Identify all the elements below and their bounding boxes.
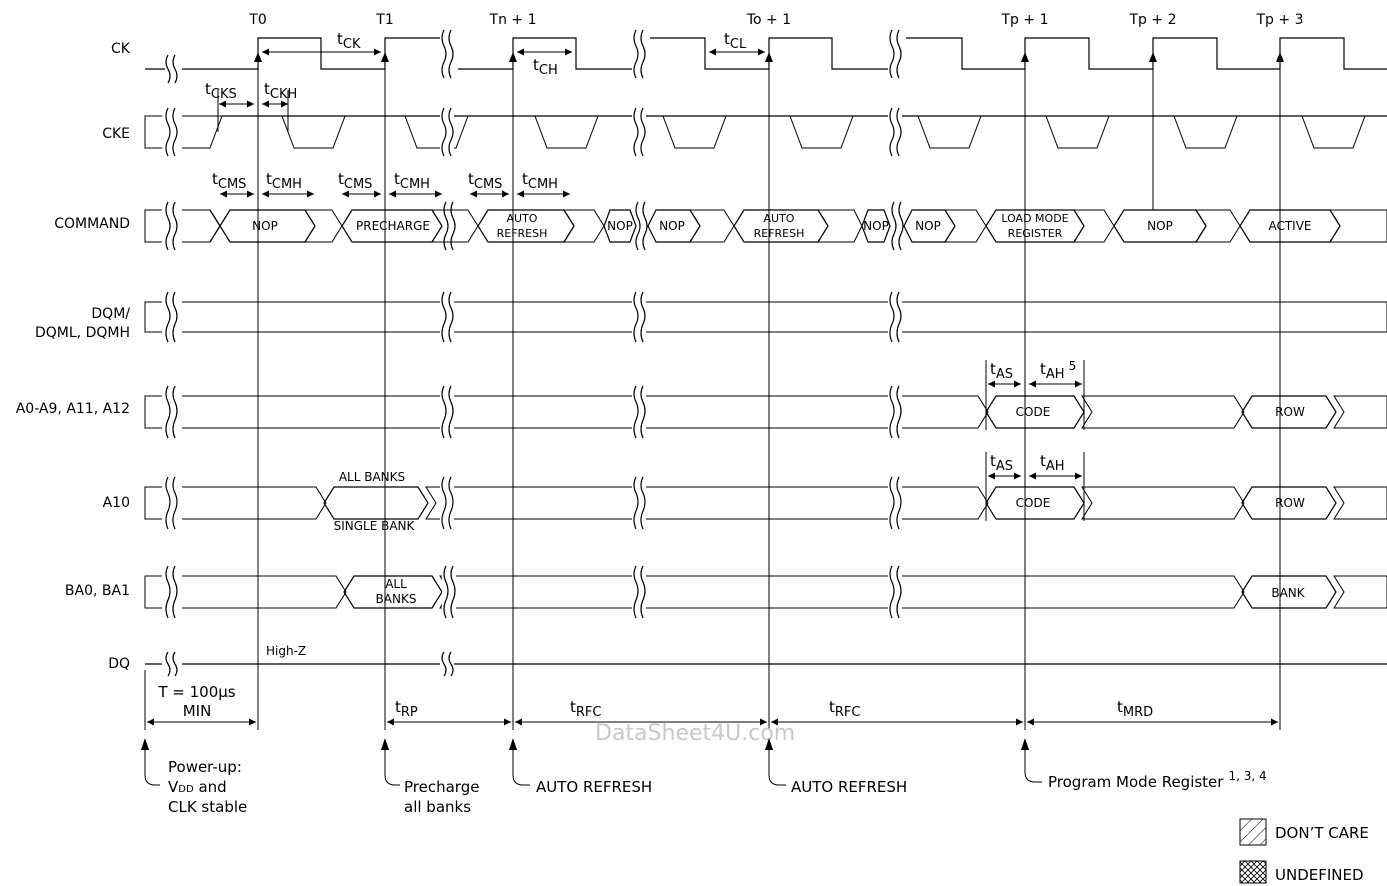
clock-label-tp2: Tp + 2	[1129, 12, 1177, 28]
signal-label-address: A0-A9, A11, A12	[16, 401, 130, 417]
cke-timing: tCKS tCKH	[205, 80, 297, 132]
signal-label-dq: DQ	[108, 656, 130, 672]
clock-label-to1: To + 1	[746, 12, 791, 28]
command-refresh-2: REFRESH	[754, 227, 805, 240]
tckh-label: tCKH	[264, 80, 297, 102]
auto-refresh-label-2: AUTO REFRESH	[791, 778, 907, 796]
command-auto-1: AUTO	[507, 212, 538, 225]
edge-reference-lines	[144, 55, 1281, 730]
address-row-cell	[1241, 395, 1337, 429]
command-bus: NOP PRECHARGE AUTO REFRESH NOP NOP AUTO …	[144, 201, 1387, 251]
legend-undefined-swatch	[1239, 860, 1267, 884]
a10-single-bank-label: SINGLE BANK	[334, 519, 416, 533]
auto-refresh-label-1: AUTO REFRESH	[536, 778, 652, 796]
powerup-label-1: Power-up:	[168, 758, 242, 776]
tcmh-label-1: tCMH	[266, 170, 302, 192]
tck-label: tCK	[337, 30, 361, 52]
powerup-label-2: VDD and	[168, 778, 227, 796]
signal-label-cke: CKE	[102, 126, 130, 142]
tah-label-1: tAH5	[1040, 359, 1076, 382]
legend: DON’T CARE UNDEFINED	[1239, 818, 1369, 884]
a10-bus: ALL BANKS SINGLE BANK CODE ROW tAS tAH	[144, 452, 1387, 533]
signal-label-command: COMMAND	[54, 216, 130, 232]
command-load-mode: LOAD MODE	[1001, 212, 1068, 225]
clock-label-tn1: Tn + 1	[489, 12, 537, 28]
ba-bank-cell	[1241, 575, 1337, 609]
trfc-label-1: tRFC	[570, 698, 601, 720]
clock-label-t1: T1	[375, 12, 393, 28]
tcks-label: tCKS	[205, 80, 237, 102]
address-bus: CODE ROW tAS tAH5	[144, 359, 1387, 439]
tcms-label-3: tCMS	[468, 170, 502, 192]
event-annotations: Power-up: VDD and CLK stable Precharge a…	[141, 738, 1267, 816]
signal-label-dqm: DQM/	[91, 306, 130, 322]
cke-waveform	[144, 107, 1387, 157]
watermark: DataSheet4U.com	[595, 721, 795, 746]
ck-timing: tCK tCH tCL	[262, 30, 765, 78]
legend-dont-care-swatch	[1239, 818, 1267, 846]
clock-label-t0: T0	[248, 12, 266, 28]
t100-label: T = 100µs	[157, 683, 235, 701]
tcms-label-1: tCMS	[212, 170, 246, 192]
signal-label-dqml-dqmh: DQML, DQMH	[35, 325, 130, 341]
ck-waveform	[145, 29, 1387, 84]
command-nop-4: NOP	[863, 219, 889, 233]
ba-bus: ALL BANKS BANK	[144, 565, 1387, 619]
trfc-label-2: tRFC	[829, 698, 860, 720]
clock-edge-labels: T0 T1 Tn + 1 To + 1 Tp + 1 Tp + 2 Tp + 3	[248, 12, 1303, 28]
address-row-label: ROW	[1275, 405, 1305, 419]
a10-code-label: CODE	[1016, 496, 1051, 510]
precharge-label-1: Precharge	[404, 778, 479, 796]
command-active: ACTIVE	[1268, 219, 1311, 233]
precharge-label-2: all banks	[404, 798, 471, 816]
clock-label-tp3: Tp + 3	[1256, 12, 1304, 28]
tah-label-2: tAH	[1040, 452, 1065, 474]
signal-label-a10: A10	[103, 495, 130, 511]
a10-all-banks-label: ALL BANKS	[339, 470, 405, 484]
command-nop-3: NOP	[659, 219, 685, 233]
tch-label: tCH	[533, 56, 558, 78]
t100-min-label: MIN	[183, 702, 212, 720]
legend-dont-care-label: DON’T CARE	[1275, 824, 1369, 842]
ba-banks-label: BANKS	[376, 592, 417, 606]
command-nop-6: NOP	[1147, 219, 1173, 233]
ba-all-label: ALL	[385, 577, 407, 591]
tmrd-label: tMRD	[1117, 698, 1153, 720]
legend-undefined-label: UNDEFINED	[1275, 866, 1364, 884]
tcms-label-2: tCMS	[338, 170, 372, 192]
trp-label: tRP	[395, 698, 418, 720]
command-auto-2: AUTO	[764, 212, 795, 225]
command-register: REGISTER	[1008, 227, 1063, 240]
a10-row-cell	[1241, 486, 1337, 520]
tas-label-2: tAS	[990, 452, 1013, 474]
dq-bus: High-Z	[145, 644, 1387, 678]
address-code-label: CODE	[1016, 405, 1051, 419]
tas-label-1: tAS	[990, 360, 1013, 382]
ba-bank-label: BANK	[1271, 586, 1305, 600]
command-precharge: PRECHARGE	[356, 219, 430, 233]
command-refresh-1: REFRESH	[497, 227, 548, 240]
dqm-bus	[144, 291, 1387, 343]
command-nop-1: NOP	[252, 219, 278, 233]
command-timing: tCMS tCMH tCMS tCMH tCMS tCMH	[212, 170, 570, 198]
tcl-label: tCL	[724, 30, 747, 52]
interval-timing: T = 100µs MIN tRP tRFC tRFC tMRD	[147, 683, 1278, 726]
command-nop-5: NOP	[915, 219, 941, 233]
signal-label-ck: CK	[111, 41, 131, 57]
signal-labels: CK CKE COMMAND DQM/ DQML, DQMH A0-A9, A1…	[16, 41, 131, 672]
powerup-label-3: CLK stable	[168, 798, 247, 816]
tcmh-label-2: tCMH	[394, 170, 430, 192]
clock-label-tp1: Tp + 1	[1001, 12, 1049, 28]
signal-label-ba: BA0, BA1	[65, 583, 130, 599]
a10-all-banks-cell	[323, 486, 429, 520]
tcmh-label-3: tCMH	[522, 170, 558, 192]
command-nop-2: NOP	[607, 219, 633, 233]
a10-row-label: ROW	[1275, 496, 1305, 510]
dq-high-z-label: High-Z	[266, 644, 306, 658]
